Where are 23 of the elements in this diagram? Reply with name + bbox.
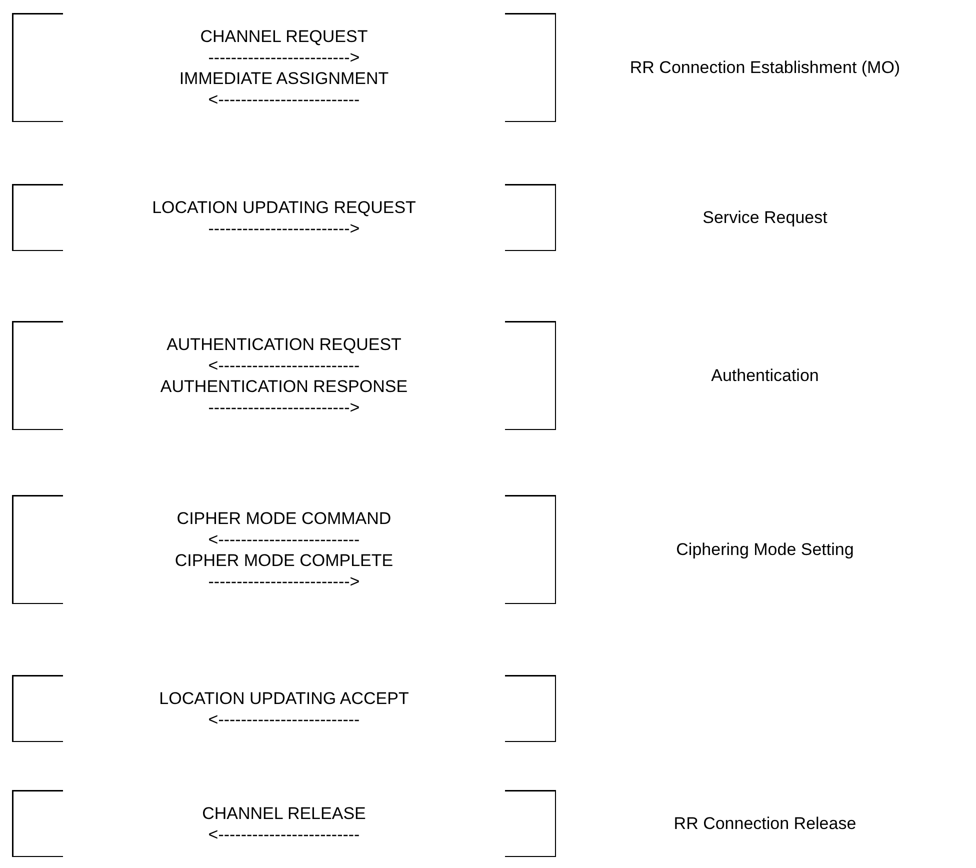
- message-name: CIPHER MODE COMMAND: [176, 508, 392, 528]
- message-name: AUTHENTICATION REQUEST: [166, 334, 402, 354]
- procedure-label: Ciphering Mode Setting: [676, 539, 854, 560]
- message-arrow-text: ------------------------->: [208, 46, 360, 68]
- procedure-label: RR Connection Establishment (MO): [630, 57, 900, 78]
- message-name: LOCATION UPDATING ACCEPT: [159, 688, 409, 708]
- procedure-label: Authentication: [711, 365, 819, 386]
- message-arrow-text: <-------------------------: [208, 354, 360, 376]
- message-arrow-text: <-------------------------: [208, 88, 360, 110]
- message-arrow-text: ------------------------->: [208, 570, 360, 592]
- message-arrow-text: <-------------------------: [208, 528, 360, 550]
- message-arrow-text: <-------------------------: [208, 824, 360, 844]
- message-arrow-text: <-------------------------: [208, 708, 360, 730]
- procedure-label: RR Connection Release: [674, 813, 856, 834]
- message-name: CHANNEL REQUEST: [200, 26, 368, 46]
- message-name: LOCATION UPDATING REQUEST: [152, 196, 416, 218]
- message-arrow-text: ------------------------->: [208, 396, 360, 418]
- message-name: CIPHER MODE COMPLETE: [174, 550, 394, 570]
- message-arrow-text: ------------------------->: [208, 218, 360, 238]
- procedure-label: Service Request: [702, 207, 828, 228]
- message-name: CHANNEL RELEASE: [202, 802, 366, 824]
- message-name: IMMEDIATE ASSIGNMENT: [179, 68, 389, 88]
- message-name: AUTHENTICATION RESPONSE: [160, 376, 408, 396]
